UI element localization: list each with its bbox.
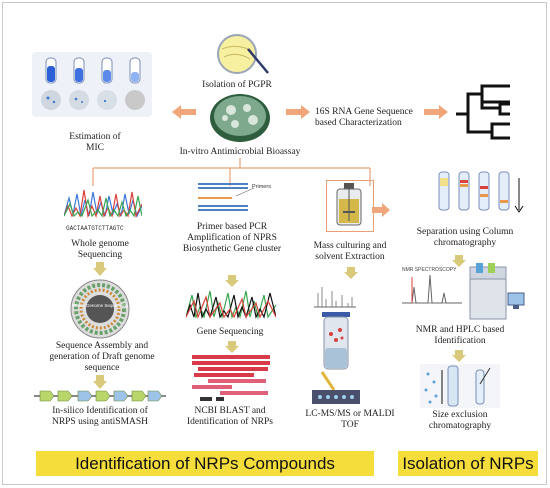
primer-pcr-label: Primer based PCR Amplification of NPRS B… <box>182 222 282 254</box>
estimation-mic-label: Estimation of MIC <box>69 132 121 153</box>
phylogenetic-tree-icon <box>456 84 510 140</box>
test-tubes-icon <box>32 52 152 117</box>
svg-text:GACTAATGTCTTAGTC: GACTAATGTCTTAGTC <box>66 225 124 232</box>
extraction-tube-icon <box>322 312 350 370</box>
right-arrow-icon <box>372 203 390 217</box>
identification-banner: Identification of NRPs Compounds <box>36 451 374 476</box>
primers-text: Primers <box>252 184 271 190</box>
primer-diagram-icon: Primers <box>198 183 271 211</box>
fermenter-icon <box>336 183 362 226</box>
nmr-hplc-icon: NMR SPECTROSCOPY <box>402 263 525 320</box>
insilico-label: In-silico Identification of NRPS using a… <box>51 406 149 427</box>
down-arrow-icon <box>225 275 239 287</box>
down-arrow-icon <box>93 375 107 389</box>
petri-dish-pgpr-icon <box>217 34 269 74</box>
ncbi-blast-label: NCBI BLAST and Identification of NRPs <box>186 406 273 427</box>
size-exclusion-icon <box>420 364 500 408</box>
left-arrow-icon <box>172 105 196 119</box>
nmr-hplc-label: NMR and HPLC based Identification <box>415 325 505 346</box>
mass-culturing-label: Mass culturing and solvent Extraction <box>313 241 387 262</box>
invitro-bioassay-label: In-vitro Antimicrobial Bioassay <box>179 147 301 157</box>
down-arrow-icon <box>344 267 358 279</box>
nrps-gene-map-icon <box>34 390 166 402</box>
sequence-assembly-label: Sequence Assembly and generation of Draf… <box>49 341 155 373</box>
bioassay-dish-icon <box>210 94 270 142</box>
gene-sequencing-label: Gene Sequencing <box>196 327 264 337</box>
ms-spectrum-icon <box>314 287 356 308</box>
genome-circle-icon: Whole Genome Sequencing <box>70 279 130 339</box>
column-chromatography-icon <box>438 171 524 213</box>
blast-alignment-icon <box>192 355 270 401</box>
right-arrow-icon <box>286 105 310 119</box>
maldi-plate-icon <box>312 371 360 404</box>
separation-label: Separation using Column chromatography <box>416 227 514 248</box>
rna-characterization-label: 16S RNA Gene Sequence based Characteriza… <box>315 107 413 128</box>
chromatogram-icon: GACTAATGTCTTAGTC <box>64 189 142 232</box>
wgs-center-text: Whole Genome Sequencing <box>72 303 129 308</box>
fermenter-box <box>326 180 374 232</box>
gene-seq-chromatogram-icon <box>186 290 276 320</box>
isolation-banner: Isolation of NRPs <box>398 451 538 476</box>
down-arrow-icon <box>225 341 239 353</box>
whole-genome-label: Whole genome Sequencing <box>71 239 129 260</box>
lcms-label: LC-MS/MS or MALDI TOF <box>305 409 395 430</box>
nmr-spectroscopy-text: NMR SPECTROSCOPY <box>402 267 457 273</box>
down-arrow-icon <box>452 350 466 362</box>
down-arrow-icon <box>93 262 107 276</box>
right-arrow-icon <box>424 105 448 119</box>
size-exclusion-label: Size exclusion chromatography <box>428 410 492 431</box>
isolation-pgpr-label: Isolation of PGPR <box>202 80 272 90</box>
down-arrow-icon <box>452 255 466 267</box>
